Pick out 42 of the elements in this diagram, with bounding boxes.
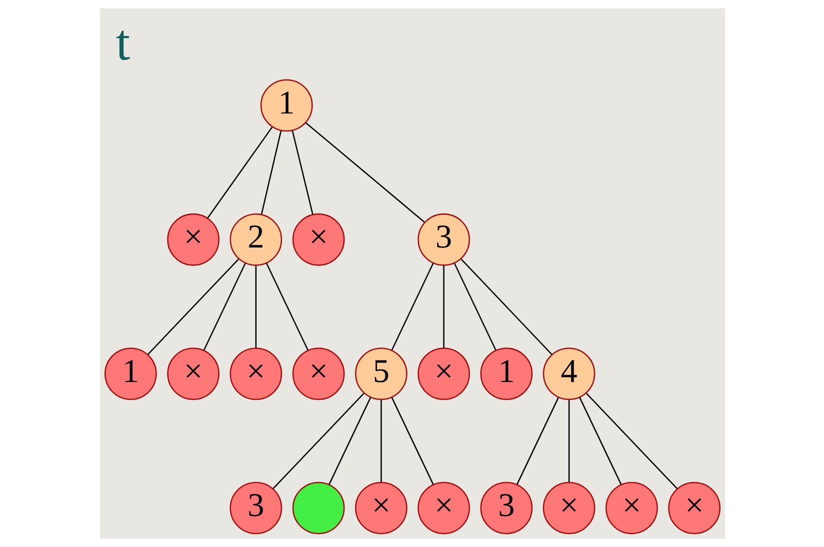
node-circle: 3 [417,213,470,266]
node-circle: × [166,213,219,266]
node-circle: 3 [229,482,282,534]
node-circle: 1 [480,348,532,400]
connector [328,397,371,485]
connector [453,262,496,350]
connector [304,122,424,223]
connector [146,258,238,355]
node-circle: × [292,348,344,400]
node-circle: 1 [260,79,312,132]
node-circle: × [417,482,470,534]
node-circle: × [229,348,282,400]
node-circle: × [417,348,470,400]
node-circle: × [166,348,219,400]
diagram-title: t [115,14,130,72]
connector [291,130,313,215]
connector [390,397,434,485]
node-circle: × [668,482,720,534]
node-circle: × [605,482,658,534]
node-circle: × [542,482,595,534]
node-circle: 4 [542,348,595,400]
node-circle: 3 [480,482,532,534]
node-circle: 5 [354,348,407,400]
connector [202,262,246,350]
connector [568,400,570,482]
connector [254,266,256,348]
connector [516,397,559,485]
node-circle: × [354,482,407,534]
connector [586,392,678,490]
node-circle [292,482,344,534]
connector [206,126,272,218]
node-circle: 1 [104,348,156,400]
connector [265,262,308,350]
connector [272,392,364,490]
connector [442,266,444,348]
connector [260,130,282,214]
node-circle: 2 [229,213,282,266]
node-circle: × [292,213,344,266]
connector [460,258,552,355]
connector [578,397,622,485]
connector [380,400,382,482]
connector [390,262,434,350]
